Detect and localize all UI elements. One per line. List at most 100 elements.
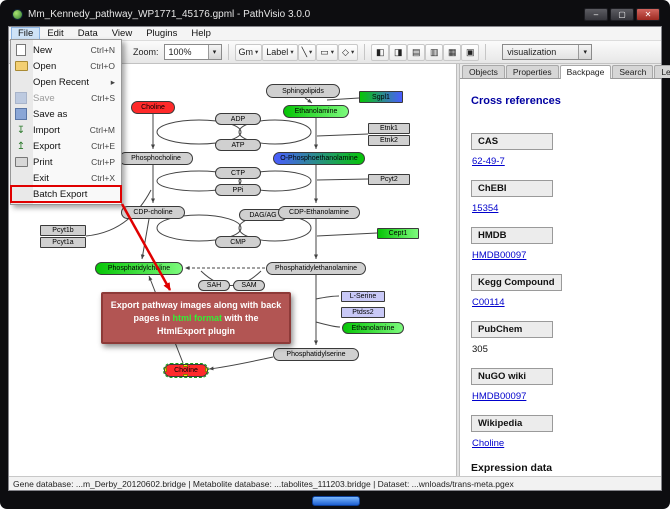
node-label: Phosphocholine [131, 154, 181, 162]
menu-item-label: Batch Export [33, 188, 88, 200]
pathway-node-sgpl1[interactable]: Sgpl1 [359, 91, 403, 103]
menubar-item-edit[interactable]: Edit [47, 28, 64, 39]
tab-objects[interactable]: Objects [462, 65, 505, 78]
pathway-node-phosphatidylethanolamine[interactable]: Phosphatidylethanolamine [266, 261, 366, 275]
selection-handle-s[interactable] [183, 373, 188, 376]
pathway-node-sphingolipids[interactable]: Sphingolipids [266, 84, 340, 98]
tab-properties[interactable]: Properties [505, 65, 559, 78]
menu-item-open-recent[interactable]: Open Recent▸ [11, 74, 121, 90]
selection-handle-nw[interactable] [165, 364, 167, 367]
new-gene-product-button[interactable]: Gm▾ [234, 43, 263, 61]
pathway-node-sah[interactable]: SAH [198, 279, 230, 291]
menu-item-label: Exit [33, 172, 49, 184]
menubar-item-plugins[interactable]: Plugins [146, 28, 178, 39]
selection-handle-ne[interactable] [205, 364, 207, 367]
pathway-node-atp[interactable]: ATP [215, 139, 261, 151]
xref-link[interactable]: HMDB00097 [472, 391, 527, 402]
pathway-node-adp[interactable]: ADP [215, 113, 261, 125]
pathway-node-cmp[interactable]: CMP [215, 236, 261, 248]
zoom-combobox[interactable]: 100% ▾ [163, 44, 222, 60]
stack-button[interactable]: ▣ [461, 43, 480, 61]
pathway-node-cept1[interactable]: Cept1 [377, 227, 419, 239]
titlebar[interactable]: Mm_Kennedy_pathway_WP1771_45176.gpml - P… [12, 6, 660, 23]
new-label-button[interactable]: Label▾ [262, 43, 298, 61]
pathway-node-ptdss2[interactable]: Ptdss2 [341, 306, 385, 318]
pathway-node-etnk1[interactable]: Etnk1 [368, 122, 410, 134]
chevron-down-icon: ▾ [309, 49, 313, 56]
pathway-node-l-serine[interactable]: L-Serine [341, 290, 385, 302]
align-right-button[interactable]: ◨ [389, 43, 408, 61]
pathway-node-ethanolamine[interactable]: Ethanolamine [283, 104, 349, 118]
selection-handle-w[interactable] [165, 367, 167, 372]
menu-item-save-as[interactable]: Save as [11, 106, 121, 122]
node-label: Cept1 [388, 229, 408, 237]
menu-item-batch-export[interactable]: Batch Export [10, 185, 122, 203]
tab-legend[interactable]: Legend [654, 65, 670, 78]
visualization-combobox[interactable]: visualization ▾ [502, 44, 593, 60]
pathway-node-pcyt1a[interactable]: Pcyt1a [40, 236, 86, 248]
stack-icon: ▣ [465, 46, 475, 57]
xref-link[interactable]: 62-49-7 [472, 156, 505, 167]
new-shape-button[interactable]: ▭▾ [316, 43, 339, 61]
window-title: Mm_Kennedy_pathway_WP1771_45176.gpml - P… [28, 9, 311, 20]
xref-link[interactable]: 15354 [472, 203, 499, 214]
node-label: SAH [206, 281, 222, 289]
chevron-down-icon[interactable]: ▾ [207, 45, 221, 59]
pathway-node-choline[interactable]: Choline [131, 100, 175, 114]
menubar-item-help[interactable]: Help [191, 28, 211, 39]
selection-handle-n[interactable] [183, 364, 188, 367]
pathway-node-phosphatidylserine[interactable]: Phosphatidylserine [273, 347, 359, 361]
toolbar-separator [227, 44, 229, 60]
chevron-down-icon[interactable]: ▾ [578, 45, 592, 59]
blank-icon [13, 172, 29, 185]
minimize-button[interactable]: – [584, 8, 608, 21]
new-line-button[interactable]: ╲▾ [297, 43, 317, 61]
close-button[interactable]: ✕ [636, 8, 660, 21]
tab-search[interactable]: Search [612, 65, 654, 78]
new-template-button[interactable]: ◇▾ [338, 43, 359, 61]
xref-link[interactable]: Choline [472, 438, 505, 449]
xref-link[interactable]: C00114 [472, 297, 505, 308]
pathway-node-choline[interactable]: Choline [163, 362, 209, 378]
pathway-node-phosphocholine[interactable]: Phosphocholine [119, 151, 193, 165]
pathway-node-phosphatidylcholine[interactable]: Phosphatidylcholine [95, 261, 183, 275]
pathway-node-sam[interactable]: SAM [233, 279, 265, 291]
menu-item-label: Save [33, 92, 55, 104]
align-top-button[interactable]: ▤ [407, 43, 426, 61]
pathway-node-etnk2[interactable]: Etnk2 [368, 134, 410, 146]
menubar-item-view[interactable]: View [111, 28, 133, 39]
pathway-node-pcyt2[interactable]: Pcyt2 [368, 173, 410, 185]
xref-link[interactable]: HMDB00097 [472, 250, 527, 261]
pathway-node-cdp-ethanolamine[interactable]: CDP-Ethanolamine [278, 205, 360, 219]
selection-handle-sw[interactable] [165, 373, 167, 376]
pathway-node-pcyt1b[interactable]: Pcyt1b [40, 224, 86, 236]
annotation-text: pages in [133, 312, 173, 323]
align-bottom-button[interactable]: ▥ [425, 43, 444, 61]
splitter[interactable] [456, 64, 460, 477]
menu-item-save[interactable]: Save Ctrl+S [11, 90, 121, 106]
pathway-node-ctp[interactable]: CTP [215, 167, 261, 179]
toolbar-separator [485, 44, 487, 60]
pathway-node-o-phosphoethanolamine[interactable]: O-Phosphoethanolamine [273, 151, 365, 165]
tab-backpage[interactable]: Backpage [559, 65, 612, 79]
pathway-node-ppi[interactable]: PPi [215, 184, 261, 196]
pathway-node-ethanolamine[interactable]: Ethanolamine [342, 322, 404, 334]
align-left-button[interactable]: ◧ [371, 43, 390, 61]
selection-handle-se[interactable] [205, 373, 207, 376]
maximize-button[interactable]: ▢ [610, 8, 634, 21]
pathway-node-dag-ag[interactable]: DAG/AG [239, 209, 287, 221]
selection-handle-e[interactable] [205, 367, 207, 372]
common-size-button[interactable]: ▦ [443, 43, 462, 61]
pathway-node-cdp-choline[interactable]: CDP-choline [121, 205, 185, 219]
menubar-item-data[interactable]: Data [77, 28, 98, 39]
menu-item-shortcut: Ctrl+S [91, 93, 115, 103]
